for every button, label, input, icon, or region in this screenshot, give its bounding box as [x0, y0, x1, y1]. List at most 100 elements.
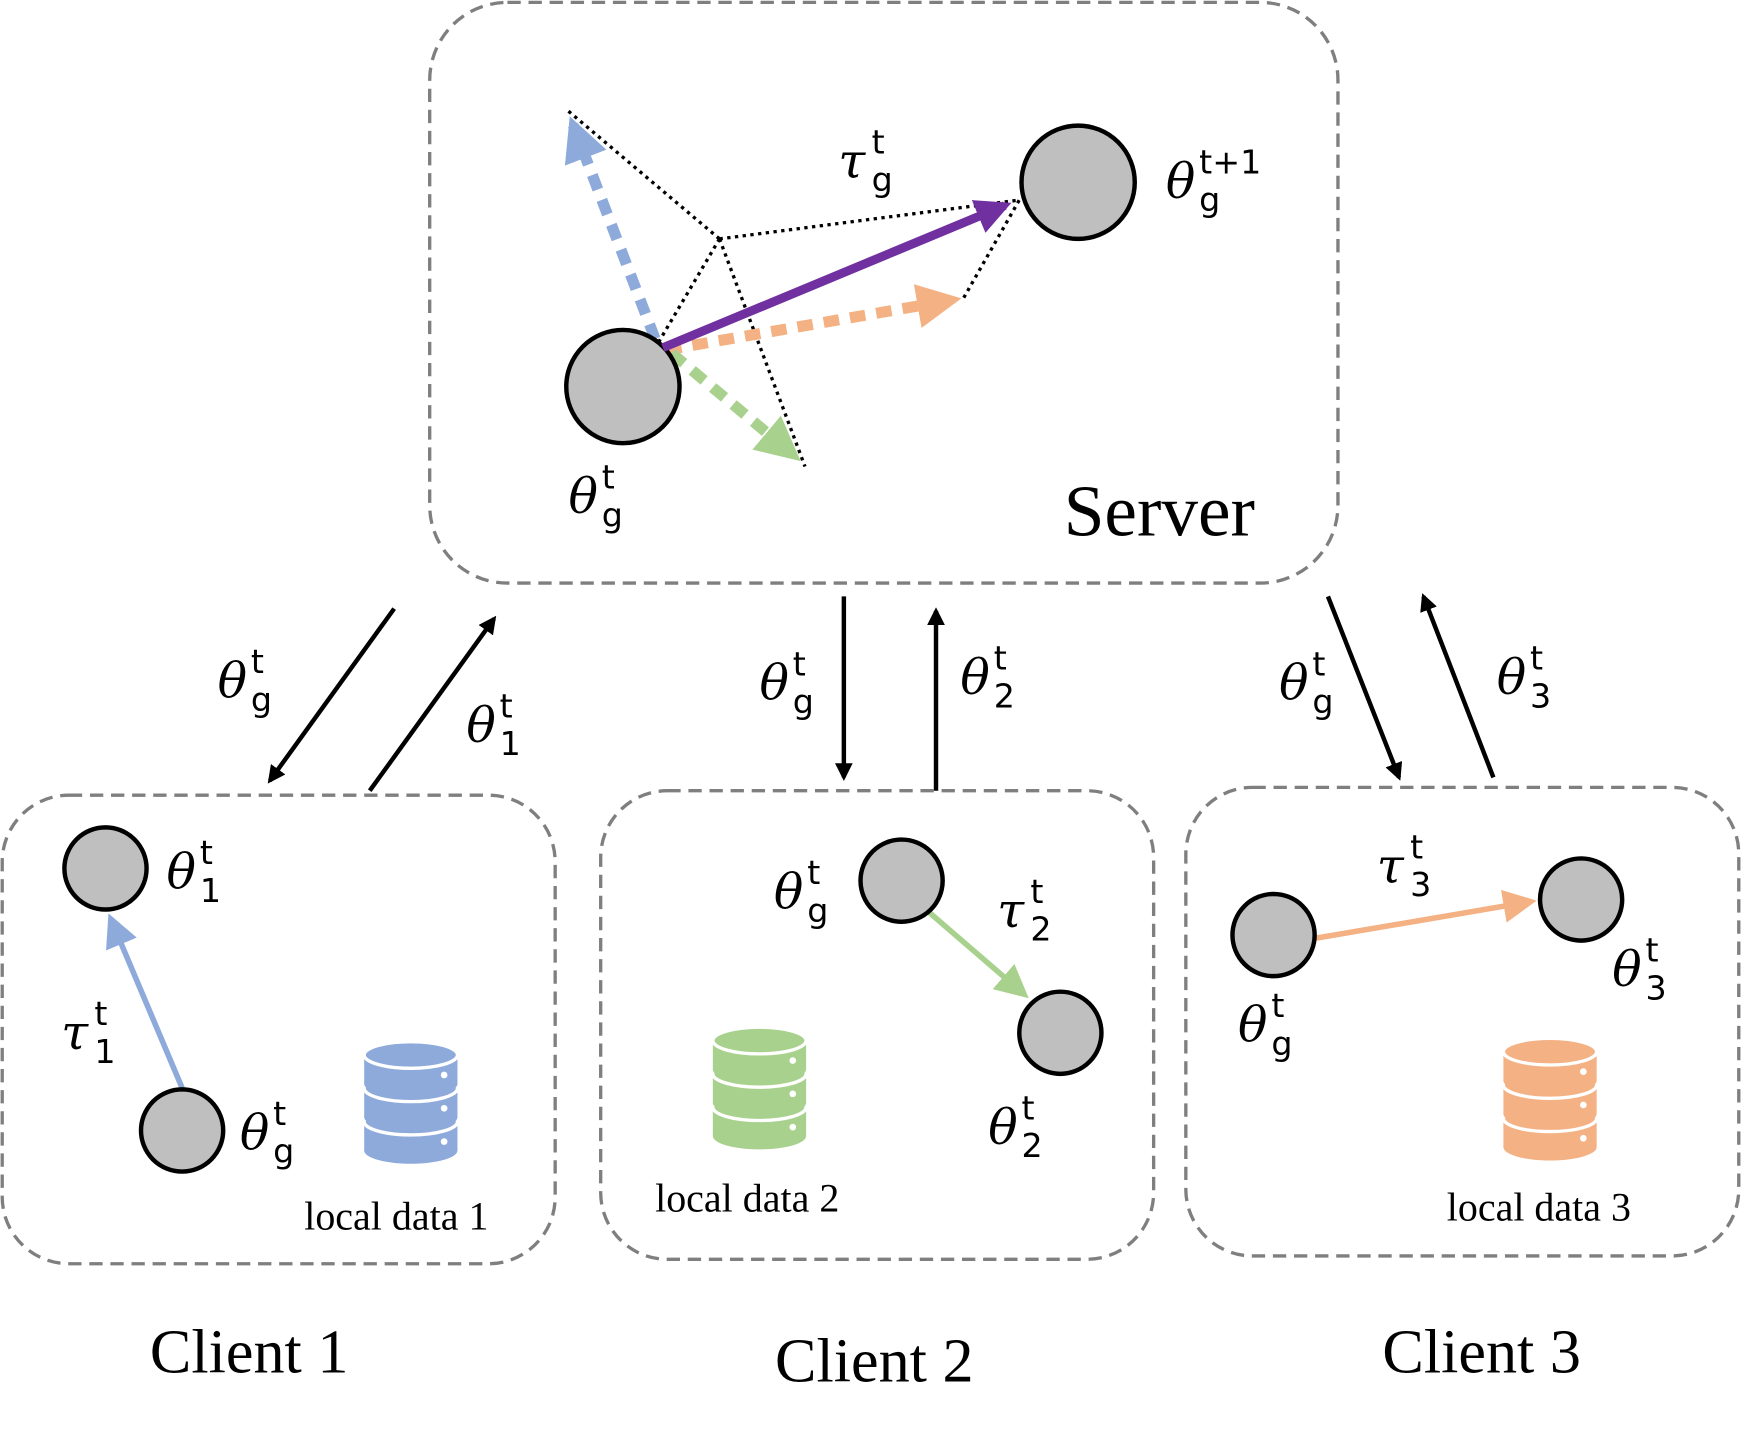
client3-global-model-node	[1230, 891, 1317, 979]
database-layer-bottom	[712, 1056, 807, 1083]
math-base: θ	[1497, 649, 1526, 706]
math-base: θ	[988, 1099, 1017, 1156]
math-superscript: t	[872, 122, 885, 161]
math-subscript: g	[602, 495, 623, 534]
math-superscript: t+1	[1199, 142, 1261, 181]
database-led	[1580, 1101, 1587, 1109]
client1-global-model-node	[138, 1087, 226, 1174]
math-superscript: t	[200, 833, 213, 872]
math-subscript: g	[251, 680, 272, 719]
database-layer-bottom	[1503, 1100, 1597, 1128]
math-superscript: t	[94, 994, 107, 1033]
database-layer-bottom	[364, 1137, 458, 1164]
math-superscript: t	[500, 686, 513, 725]
client3-local-update-arrow	[1314, 889, 1537, 942]
client2-local-update-arrow	[925, 908, 1029, 999]
math-superscript: t	[1312, 644, 1325, 683]
math-subscript: g	[872, 160, 893, 199]
math-base: τ	[838, 133, 866, 190]
math-subscript: g	[1271, 1024, 1292, 1063]
upload-arrow-client1	[367, 615, 497, 793]
math-subscript: g	[273, 1132, 294, 1171]
math-subscript: 1	[200, 871, 221, 910]
math-base: θ	[1279, 655, 1308, 712]
database-layer-bottom	[364, 1070, 458, 1098]
math-base: θ	[1612, 941, 1641, 998]
math-base: τ	[61, 1004, 89, 1061]
client3-box	[1184, 785, 1741, 1258]
client2-caption: Client 2	[775, 1327, 974, 1395]
database-led	[789, 1057, 797, 1064]
upload-arrow-client3	[1420, 593, 1496, 779]
database-layer-top	[362, 1039, 460, 1070]
math-subscript: 2	[1022, 1126, 1043, 1165]
math-subscript: g	[807, 891, 828, 930]
database-icon	[1501, 1036, 1599, 1161]
database-led	[440, 1104, 448, 1112]
math-base: θ	[759, 655, 788, 712]
parallelogram-guide	[655, 238, 721, 346]
database-layer-bottom	[712, 1122, 807, 1150]
parallelogram-guide	[719, 198, 1020, 241]
global-model-node	[564, 327, 682, 446]
math-base: θ	[1238, 997, 1267, 1054]
math-subscript: 3	[1410, 865, 1431, 904]
math-subscript: 2	[1030, 910, 1051, 949]
math-base: θ	[1166, 153, 1195, 210]
math-base: τ	[1377, 838, 1405, 895]
math-base: θ	[568, 468, 597, 525]
client2-box	[599, 789, 1156, 1261]
math-subscript: 3	[1530, 676, 1551, 715]
math-base: θ	[960, 649, 989, 706]
math-base: θ	[218, 652, 247, 709]
math-base: τ	[997, 882, 1025, 939]
database-icon	[711, 1025, 808, 1150]
math-superscript: t	[1646, 931, 1659, 970]
download-arrow-client1	[267, 607, 396, 784]
math-superscript: t	[1022, 1088, 1035, 1127]
math-superscript: t	[793, 644, 806, 683]
client3-local-model-node	[1537, 856, 1625, 943]
math-subscript: g	[1199, 180, 1220, 219]
client1-update-vector	[564, 116, 661, 341]
client2-global-model-node	[858, 837, 945, 924]
math-base: θ	[167, 843, 196, 900]
database-layer-bottom	[712, 1089, 807, 1117]
database-layer-bottom	[1503, 1067, 1597, 1094]
client3-update-vector	[665, 284, 962, 356]
math-base: θ	[240, 1104, 269, 1161]
client1-box	[0, 793, 557, 1266]
database-led	[440, 1138, 448, 1145]
aggregated-update-arrow	[661, 200, 1012, 352]
math-superscript: t	[602, 458, 615, 497]
math-subscript: 1	[94, 1032, 115, 1071]
math-subscript: 3	[1646, 968, 1667, 1007]
math-subscript: g	[793, 682, 814, 721]
database-led	[789, 1090, 797, 1098]
math-superscript: t	[273, 1094, 286, 1133]
math-superscript: t	[251, 642, 264, 681]
next-global-model-node	[1019, 123, 1137, 242]
database-led	[1580, 1068, 1587, 1075]
client2-local-model-node	[1017, 989, 1104, 1077]
database-led	[789, 1123, 797, 1131]
database-led	[1580, 1134, 1587, 1142]
